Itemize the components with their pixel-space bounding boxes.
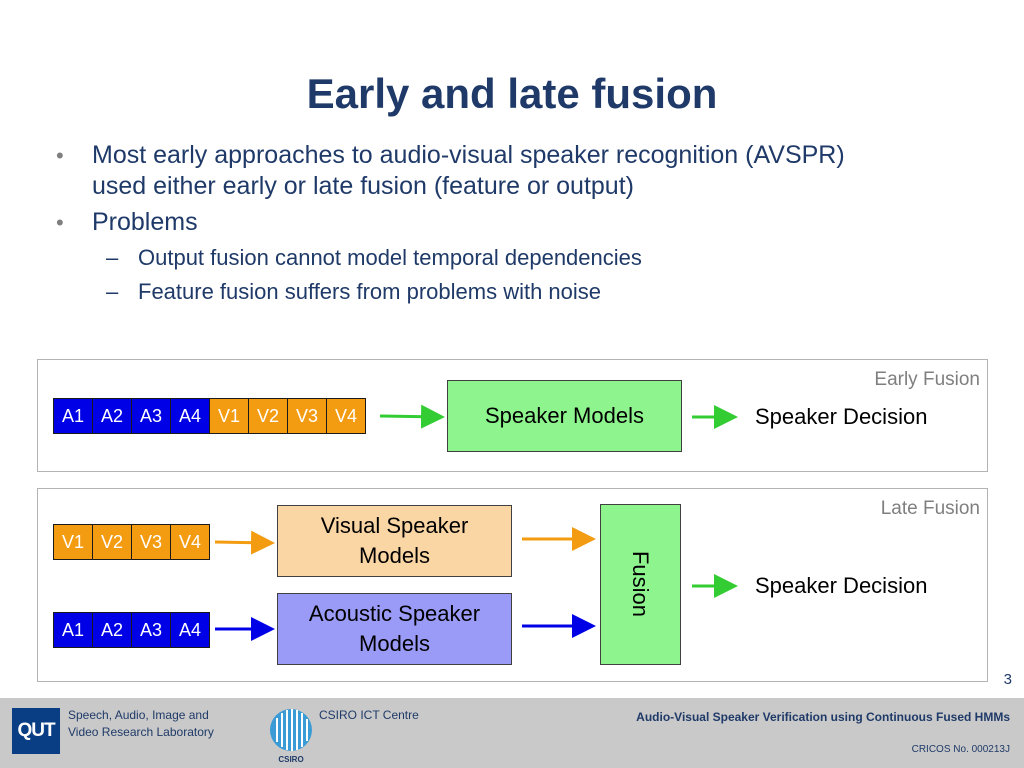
feature-cell-v3: V3 <box>287 398 327 434</box>
early-speaker-decision: Speaker Decision <box>755 404 928 429</box>
fusion-box <box>600 504 681 665</box>
slide-title: Early and late fusion <box>306 70 718 117</box>
speaker-models-box: Speaker Models <box>447 380 682 452</box>
subbullet-mark: – <box>106 245 119 270</box>
subbullet-output-fusion: – Output fusion cannot model temporal de… <box>106 244 806 272</box>
visual-speaker-models-box: Visual Speaker Models <box>277 505 512 577</box>
lab-name: Speech, Audio, Image and Video Research … <box>68 707 214 741</box>
lab-line: Video Research Laboratory <box>68 725 214 739</box>
feature-cell-a3: A3 <box>131 398 171 434</box>
subbullet-text: Output fusion cannot model temporal depe… <box>138 245 642 270</box>
visual-cell-v1: V1 <box>53 524 93 560</box>
acoustic-cell-a1: A1 <box>53 612 93 648</box>
bullet-mark: • <box>56 210 64 235</box>
subbullet-mark: – <box>106 279 119 304</box>
lab-line: Speech, Audio, Image and <box>68 708 209 722</box>
feature-cell-v4: V4 <box>326 398 366 434</box>
bullet-line: used either early or late fusion (featur… <box>92 172 634 200</box>
cricos-number: CRICOS No. 000213J <box>911 744 1010 755</box>
feature-cell-a2: A2 <box>92 398 132 434</box>
acoustic-cell-a3: A3 <box>131 612 171 648</box>
box-line: Visual Speaker <box>320 513 469 538</box>
bullet-line: Most early approaches to audio-visual sp… <box>92 141 845 169</box>
visual-feature-vector: V1 V2 V3 V4 <box>53 524 210 560</box>
early-feature-vector: A1 A2 A3 A4 V1 V2 V3 V4 <box>53 398 366 434</box>
csiro-centre: CSIRO ICT Centre <box>319 708 419 722</box>
presentation-title: Audio-Visual Speaker Verification using … <box>636 710 1010 724</box>
arrow-features-to-models <box>379 404 445 429</box>
feature-cell-v2: V2 <box>248 398 288 434</box>
acoustic-cell-a4: A4 <box>170 612 210 648</box>
feature-cell-v1: V1 <box>209 398 249 434</box>
bullet-avspr: • Most early approaches to audio-visual … <box>56 140 986 202</box>
visual-cell-v2: V2 <box>92 524 132 560</box>
subbullet-text: Feature fusion suffers from problems wit… <box>138 279 602 304</box>
box-line: Models <box>359 543 430 568</box>
acoustic-feature-vector: A1 A2 A3 A4 <box>53 612 210 648</box>
box-line: Models <box>359 631 430 656</box>
acoustic-cell-a2: A2 <box>92 612 132 648</box>
footer-bar: QUT Speech, Audio, Image and Video Resea… <box>0 698 1024 768</box>
qut-logo: QUT <box>12 708 60 754</box>
early-fusion-label: Early Fusion <box>874 369 980 390</box>
visual-cell-v4: V4 <box>170 524 210 560</box>
box-line: Acoustic Speaker <box>308 601 481 626</box>
late-fusion-panel <box>37 488 988 682</box>
csiro-logo: CSIRO <box>270 709 312 764</box>
subbullet-feature-fusion: – Feature fusion suffers from problems w… <box>106 278 806 306</box>
page-number: 3 <box>1003 671 1012 688</box>
feature-cell-a1: A1 <box>53 398 93 434</box>
csiro-logo-text: CSIRO <box>278 755 303 764</box>
bullet-problems: • Problems <box>56 207 556 238</box>
bullet-mark: • <box>56 143 64 168</box>
visual-cell-v3: V3 <box>131 524 171 560</box>
late-fusion-label: Late Fusion <box>880 498 980 519</box>
arrow-visual-to-models <box>214 530 275 555</box>
acoustic-speaker-models-box: Acoustic Speaker Models <box>277 593 512 665</box>
bullet-line: Problems <box>92 208 198 236</box>
late-speaker-decision: Speaker Decision <box>755 573 928 598</box>
